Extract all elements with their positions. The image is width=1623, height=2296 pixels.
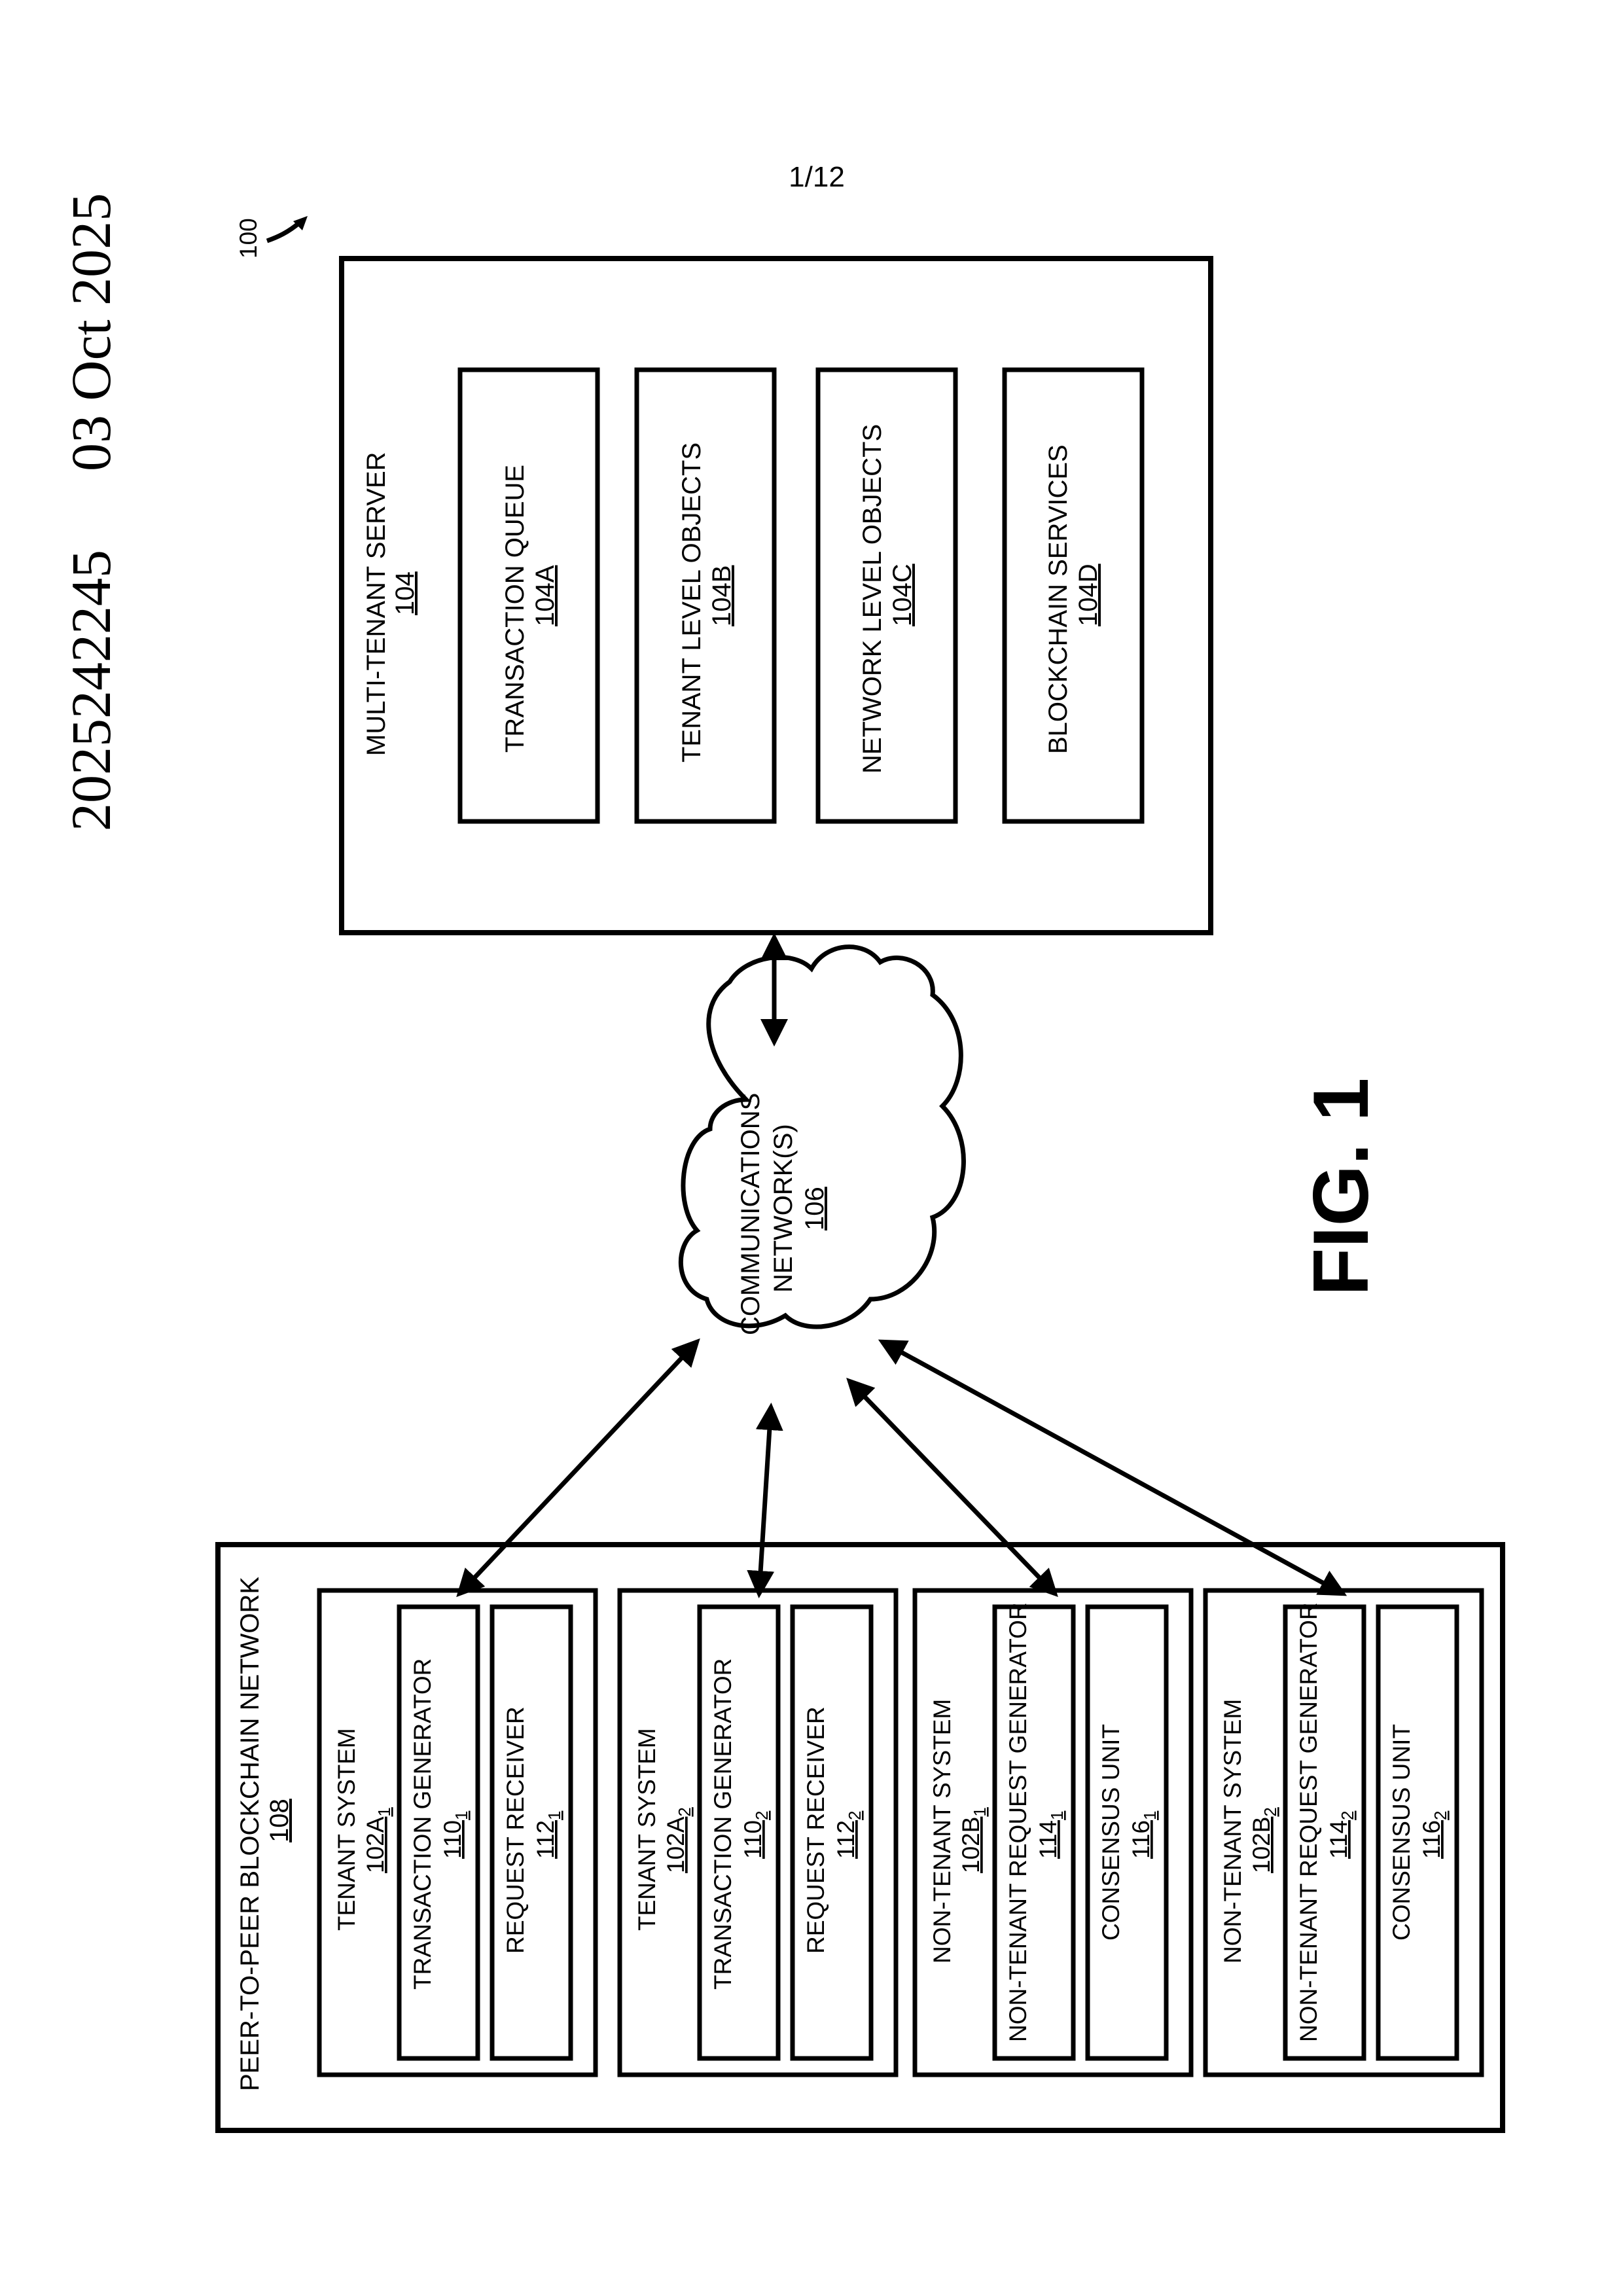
transaction-generator-2-ref: 1102 xyxy=(740,1811,772,1859)
transaction-generator-2-label: TRANSACTION GENERATOR xyxy=(709,1659,736,1990)
transaction-queue-ref: 104A xyxy=(531,565,560,626)
consensus-unit-1-ref-sub: 1 xyxy=(1141,1811,1160,1820)
transaction-generator-1-ref: 1101 xyxy=(439,1811,471,1859)
blockchain-services-box xyxy=(1005,370,1142,821)
communications-network: COMMUNICATIONS NETWORK(S) 106 xyxy=(681,947,963,1335)
p2p-network-ref: 108 xyxy=(265,1799,294,1842)
system-ref-pointer xyxy=(267,223,300,241)
request-receiver-1-label: REQUEST RECEIVER xyxy=(502,1706,529,1954)
tenant-system-1-ref: 102A1 xyxy=(362,1807,394,1873)
request-receiver-2-ref-base: 112 xyxy=(832,1820,859,1859)
transaction-generator-2-ref-base: 110 xyxy=(740,1820,766,1859)
tenant-system-1-ref-base: 102A xyxy=(362,1816,389,1873)
request-receiver-2-label: REQUEST RECEIVER xyxy=(802,1706,829,1954)
non-tenant-system-2-ref: 102B2 xyxy=(1248,1807,1280,1873)
multi-tenant-server: MULTI-TENANT SERVER 104 TRANSACTION QUEU… xyxy=(342,259,1211,933)
tenant-system-2-ref-sub: 2 xyxy=(676,1807,694,1816)
non-tenant-request-generator-2-ref-sub: 2 xyxy=(1339,1811,1357,1820)
consensus-unit-2-label: CONSENSUS UNIT xyxy=(1388,1724,1415,1941)
network-level-objects-box xyxy=(818,370,955,821)
system-ref: 100 xyxy=(235,218,262,259)
tenant-level-objects-ref: 104B xyxy=(707,565,736,626)
consensus-unit-1-ref: 1161 xyxy=(1128,1811,1160,1859)
tenant-system-2-arrow xyxy=(759,1407,771,1594)
tenant-system-1-arrow xyxy=(459,1342,697,1594)
consensus-unit-2-ref: 1162 xyxy=(1418,1811,1450,1859)
non-tenant-request-generator-2-ref-base: 114 xyxy=(1325,1820,1352,1859)
non-tenant-system-1-ref-sub: 1 xyxy=(971,1807,990,1816)
non-tenant-system-2-title: NON-TENANT SYSTEM xyxy=(1219,1699,1246,1964)
page-number: 1/12 xyxy=(789,161,845,193)
request-receiver-2-ref-sub: 2 xyxy=(846,1811,865,1820)
tenant-system-1-ref-sub: 1 xyxy=(376,1807,394,1816)
non-tenant-system-2-ref-sub: 2 xyxy=(1262,1807,1280,1816)
network-label-line2: NETWORK(S) xyxy=(769,1124,798,1293)
non-tenant-request-generator-2-ref: 1142 xyxy=(1325,1811,1357,1859)
non-tenant-system-2: NON-TENANT SYSTEM 102B2 NON-TENANT REQUE… xyxy=(1205,1590,1482,2075)
tenant-system-2-ref: 102A2 xyxy=(662,1807,694,1873)
request-receiver-1-ref-base: 112 xyxy=(532,1820,559,1859)
non-tenant-request-generator-2-label: NON-TENANT REQUEST GENERATOR xyxy=(1295,1602,1322,2042)
network-level-objects-label: NETWORK LEVEL OBJECTS xyxy=(858,424,887,774)
request-receiver-1-ref: 1121 xyxy=(532,1811,564,1859)
consensus-unit-2-ref-sub: 2 xyxy=(1432,1811,1450,1820)
blockchain-services-label: BLOCKCHAIN SERVICES xyxy=(1044,444,1073,754)
transaction-generator-2-ref-sub: 2 xyxy=(753,1811,772,1820)
non-tenant-system-1-ref-base: 102B xyxy=(957,1817,984,1873)
p2p-network-title: PEER-TO-PEER BLOCKCHAIN NETWORK xyxy=(236,1577,264,2091)
figure-label: FIG. 1 xyxy=(1297,1078,1385,1296)
request-receiver-1-ref-sub: 1 xyxy=(546,1811,564,1820)
non-tenant-request-generator-1-ref: 1141 xyxy=(1035,1811,1067,1859)
tenant-system-2-ref-base: 102A xyxy=(662,1816,689,1873)
non-tenant-system-1-title: NON-TENANT SYSTEM xyxy=(929,1699,955,1964)
tenant-level-objects-label: TENANT LEVEL OBJECTS xyxy=(677,442,706,762)
network-ref: 106 xyxy=(800,1187,829,1230)
server-title: MULTI-TENANT SERVER xyxy=(362,452,391,756)
network-cloud-shape xyxy=(681,947,963,1327)
transaction-generator-1-ref-sub: 1 xyxy=(453,1811,471,1820)
transaction-generator-1-ref-base: 110 xyxy=(439,1820,466,1859)
non-tenant-request-generator-1-label: NON-TENANT REQUEST GENERATOR xyxy=(1005,1602,1031,2042)
request-receiver-2-ref: 1122 xyxy=(832,1811,865,1859)
consensus-unit-1-ref-base: 116 xyxy=(1128,1820,1154,1859)
tenant-system-2-title: TENANT SYSTEM xyxy=(633,1728,660,1931)
filing-date: 03 Oct 2025 xyxy=(60,193,122,471)
server-ref: 104 xyxy=(391,571,419,615)
transaction-generator-1-label: TRANSACTION GENERATOR xyxy=(409,1659,436,1990)
network-level-objects-ref: 104C xyxy=(888,564,917,626)
transaction-queue-label: TRANSACTION QUEUE xyxy=(501,465,529,753)
non-tenant-system-1-ref: 102B1 xyxy=(957,1807,990,1873)
peer-to-peer-blockchain-network: PEER-TO-PEER BLOCKCHAIN NETWORK 108 TENA… xyxy=(218,1545,1503,2130)
application-number: 2025242245 xyxy=(60,550,122,831)
consensus-unit-1-label: CONSENSUS UNIT xyxy=(1097,1724,1124,1941)
tenant-system-1: TENANT SYSTEM 102A1 TRANSACTION GENERATO… xyxy=(319,1590,596,2075)
non-tenant-request-generator-1-ref-sub: 1 xyxy=(1048,1811,1067,1820)
non-tenant-request-generator-1-ref-base: 114 xyxy=(1035,1820,1061,1859)
non-tenant-system-1: NON-TENANT SYSTEM 102B1 NON-TENANT REQUE… xyxy=(915,1590,1191,2075)
consensus-unit-2-ref-base: 116 xyxy=(1418,1820,1445,1859)
non-tenant-system-2-arrow xyxy=(882,1342,1343,1594)
non-tenant-system-2-ref-base: 102B xyxy=(1248,1817,1275,1873)
tenant-system-1-title: TENANT SYSTEM xyxy=(333,1728,360,1931)
network-label-line1: COMMUNICATIONS xyxy=(736,1093,765,1335)
blockchain-services-ref: 104D xyxy=(1074,564,1103,626)
non-tenant-system-1-arrow xyxy=(849,1381,1055,1594)
tenant-system-2: TENANT SYSTEM 102A2 TRANSACTION GENERATO… xyxy=(620,1590,896,2075)
